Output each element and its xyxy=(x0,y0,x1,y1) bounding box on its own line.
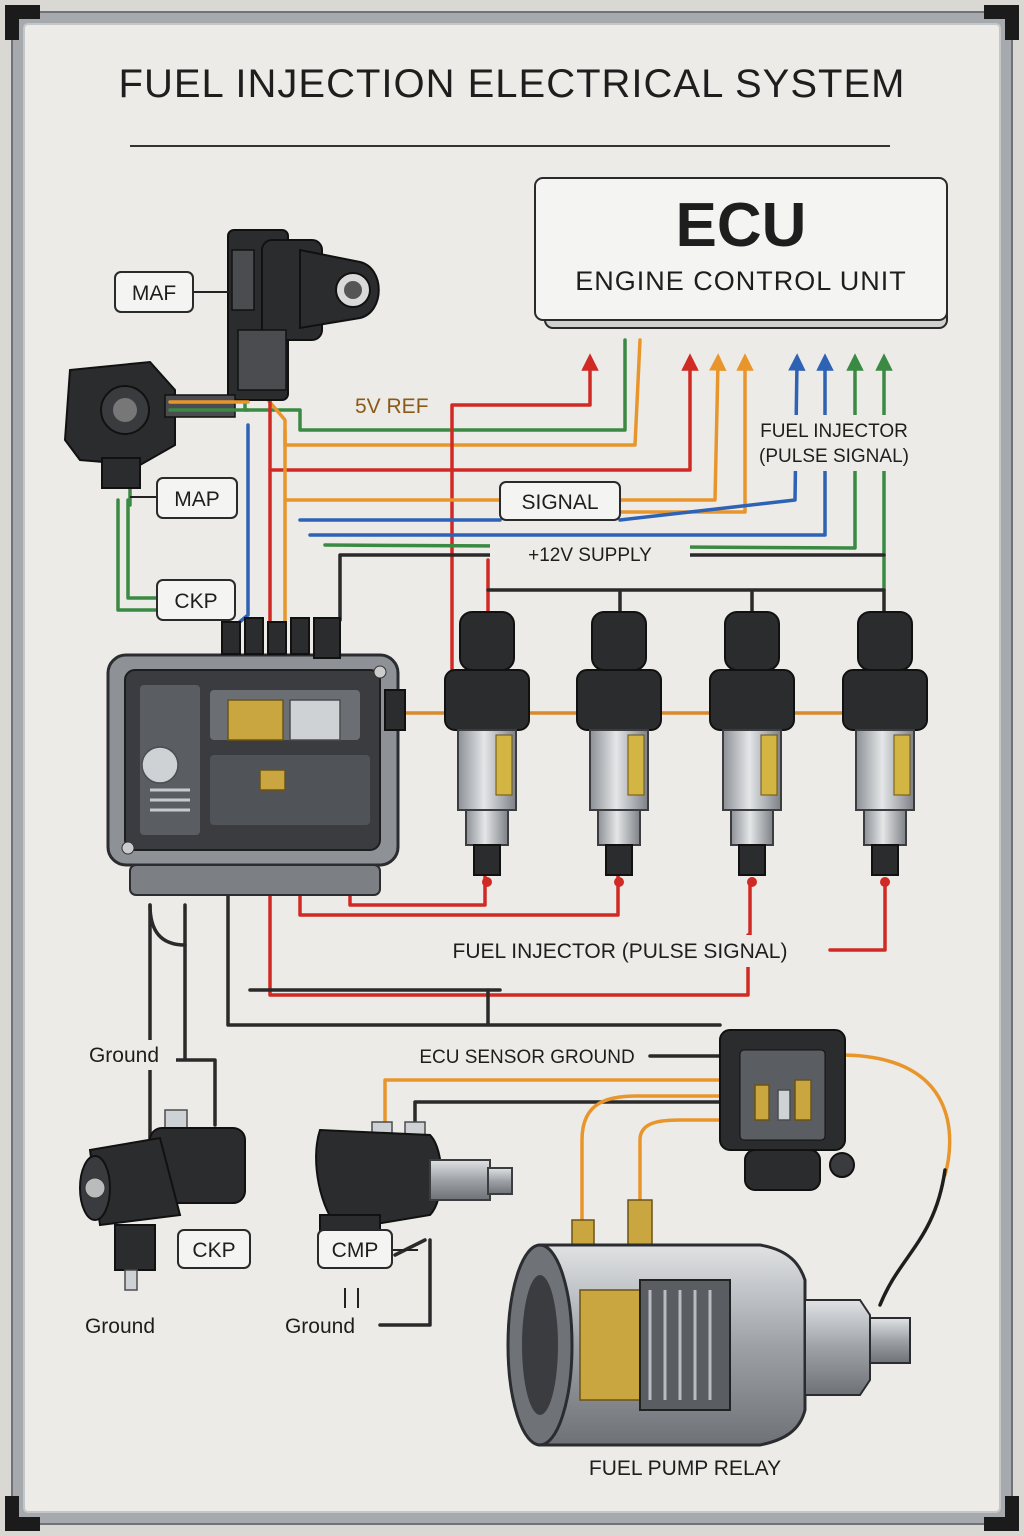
ground-cmp-label: Ground xyxy=(285,1315,355,1338)
ecu-label: ECU xyxy=(676,191,807,260)
ground-left-label-bg xyxy=(72,1040,176,1070)
relay-module xyxy=(719,1029,855,1191)
signal-label: SIGNAL xyxy=(521,491,598,514)
supply-12v-label: +12V SUPPLY xyxy=(528,545,652,566)
wire-ground-loop xyxy=(148,903,187,947)
wire-pulse-2 xyxy=(298,868,620,917)
injector-pulse-label-bg xyxy=(420,935,820,967)
hose-relay-orange xyxy=(838,1053,952,1177)
injector-top-label-line1: FUEL INJECTOR xyxy=(760,421,908,442)
label-map: MAP xyxy=(130,477,238,519)
page-title: FUEL INJECTION ELECTRICAL SYSTEM xyxy=(119,62,906,106)
sensor-ground-label: ECU SENSOR GROUND xyxy=(419,1047,634,1068)
wire-orange-signal-b xyxy=(618,353,754,514)
injector-top-label-line2: (PULSE SIGNAL) xyxy=(759,446,909,467)
fuel-pump-relay-label: FUEL PUMP RELAY xyxy=(589,1457,781,1480)
ground-ckp-label: Ground xyxy=(85,1315,155,1338)
wire-12v-bus xyxy=(486,588,886,614)
fuel-injector-4 xyxy=(842,611,928,887)
hose-pump-orange xyxy=(580,1094,727,1242)
ref-5v-label: 5V REF xyxy=(355,395,429,418)
label-maf: MAF xyxy=(114,271,232,313)
ckp-sensor xyxy=(79,1109,246,1291)
wiring-harness xyxy=(116,338,952,1327)
label-ckp-bottom: CKP xyxy=(177,1229,251,1269)
ckp-bottom-label: CKP xyxy=(192,1239,235,1262)
cmp-label: CMP xyxy=(332,1239,379,1262)
maf-label: MAF xyxy=(132,282,176,305)
wire-ground-left xyxy=(148,903,217,1152)
label-cmp: CMP xyxy=(317,1229,418,1308)
injector-driver-module xyxy=(106,617,406,896)
ckp-top-label: CKP xyxy=(174,590,217,613)
ecu-subtitle: ENGINE CONTROL UNIT xyxy=(575,266,907,296)
map-label: MAP xyxy=(174,488,220,511)
wire-ground-main xyxy=(226,878,722,1027)
ground-left-label: Ground xyxy=(89,1044,159,1067)
cmp-sensor xyxy=(315,1121,513,1236)
wire-orange-signal-a xyxy=(283,362,718,502)
label-signal: SIGNAL xyxy=(499,481,621,521)
wire-red-signal xyxy=(268,353,699,472)
wire-cmp-ground xyxy=(378,1238,432,1327)
fuel-injector-1 xyxy=(444,611,530,887)
wire-black-supply xyxy=(338,553,886,622)
wire-blue-a xyxy=(298,362,797,522)
maf-sensor xyxy=(227,229,380,401)
hose-pump-black xyxy=(878,1168,947,1307)
ecu-module: ECU ENGINE CONTROL UNIT xyxy=(534,177,948,329)
label-ckp-top: CKP xyxy=(156,579,236,621)
wire-pulse-4 xyxy=(828,878,887,952)
wire-5v-ref xyxy=(450,353,599,702)
supply-label-bg xyxy=(490,538,690,568)
map-sensor xyxy=(63,360,250,489)
hose-pump-orange-2 xyxy=(638,1118,724,1252)
injector-top-label-bg xyxy=(755,415,920,471)
wire-cmp-tick xyxy=(393,1238,427,1257)
fuel-injector-3 xyxy=(709,611,795,887)
connector-row xyxy=(221,617,341,659)
injector-pulse-label: FUEL INJECTOR (PULSE SIGNAL) xyxy=(453,940,788,963)
fuel-injector-2 xyxy=(576,611,662,887)
fuel-pump xyxy=(506,1199,911,1447)
